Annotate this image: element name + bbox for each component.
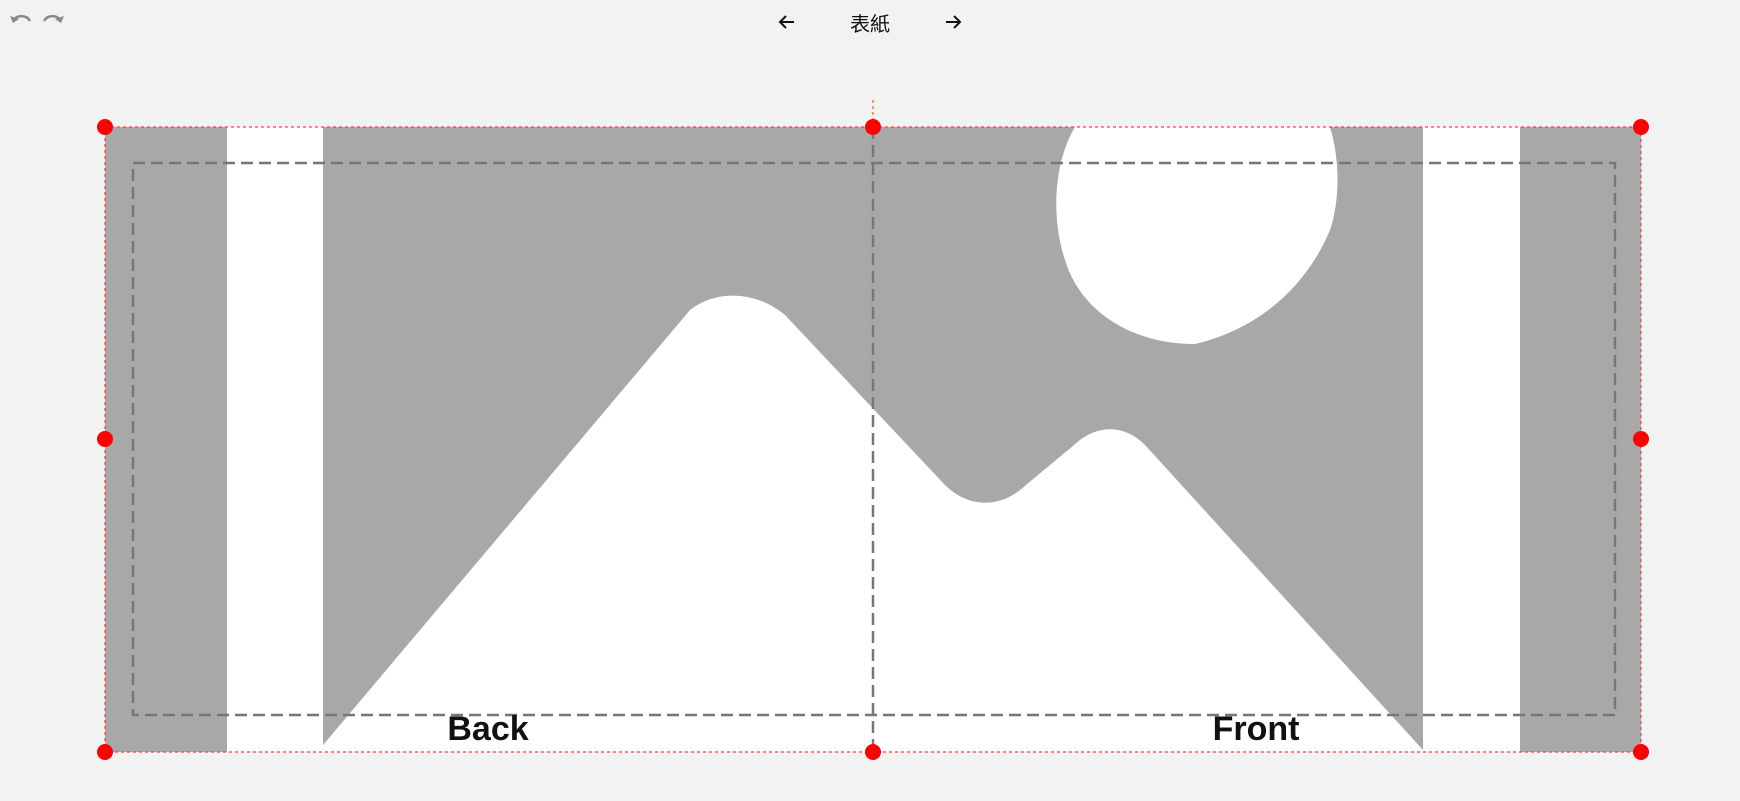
resize-handle-bottom-right[interactable] (1633, 744, 1649, 760)
redo-icon (42, 14, 64, 23)
spine-band-left (227, 127, 323, 752)
history-toolbar (6, 8, 68, 34)
page-title: 表紙 (850, 11, 890, 36)
resize-handle-top-left[interactable] (97, 119, 113, 135)
resize-handle-middle-left[interactable] (97, 431, 113, 447)
back-cover-label: Back (447, 710, 529, 748)
page-navigation: 表紙 (0, 0, 1740, 44)
arrow-right-icon (946, 15, 962, 29)
arrow-left-icon (778, 15, 794, 29)
next-page-button[interactable] (933, 2, 973, 42)
prev-page-button[interactable] (767, 2, 807, 42)
resize-handle-bottom-left[interactable] (97, 744, 113, 760)
resize-handle-top-center[interactable] (865, 119, 881, 135)
resize-handle-top-right[interactable] (1633, 119, 1649, 135)
front-cover-label: Front (1212, 710, 1300, 748)
resize-handle-middle-right[interactable] (1633, 431, 1649, 447)
undo-button[interactable] (6, 8, 36, 34)
resize-handle-bottom-center[interactable] (865, 744, 881, 760)
spine-band-right (1423, 127, 1520, 752)
undo-icon (10, 14, 32, 23)
redo-button[interactable] (38, 8, 68, 34)
